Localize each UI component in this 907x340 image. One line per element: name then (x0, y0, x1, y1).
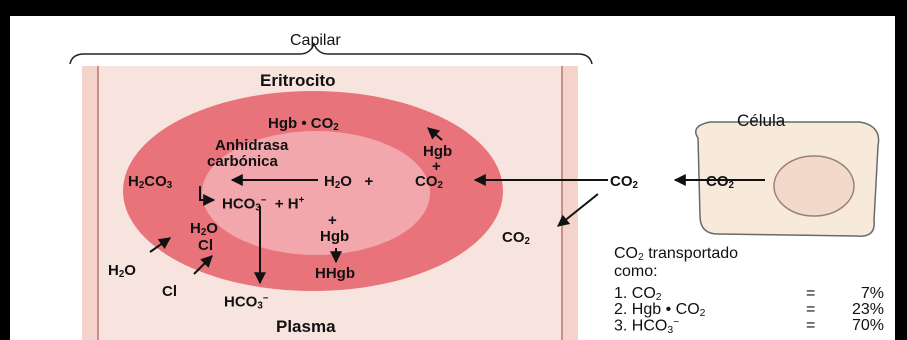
formula-cl-inner: Cl (198, 238, 213, 253)
formula-hgb-co2: Hgb • CO2 (268, 116, 339, 133)
erythrocyte-label: Eritrocito (260, 72, 336, 89)
cell-nucleus (774, 156, 854, 216)
diagram-frame: Capilar Eritrocito Plasma Célula Anhidra… (10, 16, 895, 340)
capillary-label: Capilar (290, 33, 341, 49)
enzyme-label-2: carbónica (207, 154, 278, 169)
legend-row-equals: = (806, 302, 815, 318)
formula-hhgb: HHgb (315, 266, 355, 281)
plasma-label: Plasma (276, 318, 336, 335)
formula-h2o-mid: H2O + (324, 174, 373, 191)
formula-hgb-plus: Hgb+ (423, 144, 452, 174)
legend-row-value: 70% (838, 318, 884, 334)
formula-h2o-outer: H2O (108, 263, 136, 280)
legend-row-value: 7% (838, 286, 884, 302)
formula-co2-cell: CO2 (706, 174, 734, 191)
formula-co2-mid: CO2 (415, 174, 443, 191)
formula-h2o-inner: H2O (190, 221, 218, 238)
formula-co2-center: CO2 (610, 174, 638, 191)
formula-h2co3: H2CO3 (128, 174, 172, 191)
legend-row-item: 3. HCO3− (614, 318, 679, 336)
legend-subtitle: como: (614, 264, 658, 280)
formula-hco3-plasma: HCO3− (224, 294, 268, 311)
enzyme-label-1: Anhidrasa (215, 138, 288, 153)
legend-row-equals: = (806, 286, 815, 302)
cell-label: Célula (737, 112, 785, 129)
legend-row-value: 23% (838, 302, 884, 318)
legend-row-equals: = (806, 318, 815, 334)
formula-cl-outer: Cl (162, 284, 177, 299)
formula-co2-low: CO2 (502, 230, 530, 247)
plus-sign-lower: + (328, 213, 337, 228)
formula-hgb-lower: Hgb (320, 229, 349, 244)
formula-hco3-inner: HCO3− + H+ (222, 196, 304, 213)
legend-title: CO2 transportado (614, 246, 738, 263)
